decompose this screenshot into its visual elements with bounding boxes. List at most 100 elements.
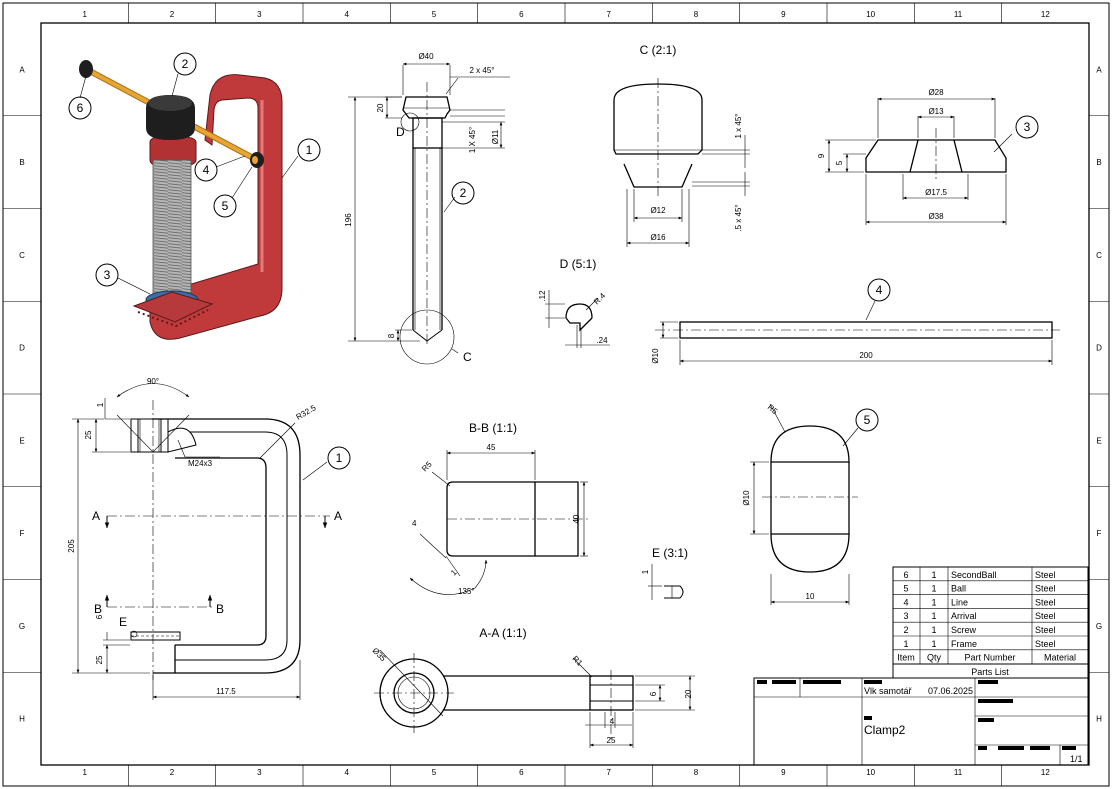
grid-col-bottom: 9 (781, 768, 786, 777)
grid-col-top: 10 (866, 10, 875, 19)
balloon-6-label: 6 (77, 101, 84, 115)
grid-col-bottom: 11 (954, 768, 963, 777)
balloon-2-label: 2 (182, 57, 189, 71)
parts-cell: Steel (1035, 597, 1056, 607)
parts-cell: Arrival (951, 611, 977, 621)
section-b-left: B (94, 602, 102, 616)
grid-row-left: B (19, 158, 24, 167)
grid-row-left: A (19, 65, 25, 74)
balloon-5 (213, 194, 237, 218)
grid-row-left: H (19, 715, 25, 724)
title-block (753, 677, 1089, 766)
dim-screw-hole: Ø11 (491, 129, 500, 144)
balloon-6 (68, 96, 92, 120)
balloon-5b-label: 5 (864, 413, 871, 427)
grid-col-top: 3 (257, 10, 262, 19)
balloon-2b-label: 2 (460, 186, 467, 200)
parts-cell: 2 (903, 625, 908, 635)
grid-col-top: 4 (344, 10, 349, 19)
balloon-3b-label: 3 (1024, 120, 1031, 134)
detail-c-view: C (2:1) Ø12 Ø16 1 x 45° .5 x 45° (613, 43, 750, 247)
grid-col-bottom: 4 (344, 768, 349, 777)
parts-header: Part Number (964, 653, 1015, 663)
grid-col-bottom: 12 (1041, 768, 1050, 777)
title-author: Vlk samotář (864, 686, 913, 696)
parts-cell: 1 (931, 639, 936, 649)
dim-bb-r5: R5 (420, 459, 434, 473)
detail-c-letter: C (463, 350, 472, 364)
parts-cell: 1 (931, 611, 936, 621)
grid-col-top: 7 (606, 10, 611, 19)
balloon-5-label: 5 (222, 199, 229, 213)
parts-cell: 1 (903, 639, 908, 649)
grid-col-bottom: 6 (519, 768, 524, 777)
title-date: 07.06.2025 (928, 686, 973, 696)
dim-d-r4: R.4 (592, 291, 608, 307)
dim-frame-r325: R32.5 (295, 403, 318, 422)
parts-list-title: Parts List (971, 667, 1009, 677)
dim-arr-d175: Ø17.5 (925, 188, 947, 197)
dim-e-1: 1 (641, 569, 650, 574)
grid-row-right: A (1096, 65, 1102, 74)
section-a-right: A (334, 509, 342, 523)
grid-col-top: 1 (82, 10, 87, 19)
dim-screw-dia: Ø40 (418, 52, 434, 61)
grid-col-bottom: 8 (694, 768, 699, 777)
title-drawing-name: Clamp2 (864, 723, 906, 737)
dim-aa-20: 20 (684, 689, 693, 698)
parts-cell: Steel (1035, 584, 1056, 594)
dim-frame-6: 6 (95, 614, 104, 619)
dim-aa-6: 6 (649, 691, 658, 696)
parts-cell: Steel (1035, 611, 1056, 621)
grid-row-left: E (19, 436, 24, 445)
grid-col-bottom: 7 (606, 768, 611, 777)
balloon-1 (297, 138, 321, 162)
grid-col-bottom: 3 (257, 768, 262, 777)
balloon-1b-label: 1 (336, 451, 343, 465)
isometric-clamp-view (79, 60, 283, 340)
grid-col-top: 2 (170, 10, 175, 19)
parts-header: Qty (927, 653, 942, 663)
detail-c-title: C (2:1) (640, 43, 677, 57)
section-b-right: B (216, 602, 224, 616)
dim-d-12: .12 (538, 290, 547, 302)
dim-screw-chamfer2: 1 X 45° (468, 127, 477, 153)
title-sheet-number: 1/1 (1070, 754, 1083, 764)
detail-e-title: E (3:1) (652, 546, 688, 560)
dim-frame-25a: 25 (84, 430, 93, 439)
grid-row-right: B (1096, 158, 1101, 167)
dim-screw-len: 196 (344, 213, 353, 227)
dim-line-d10: Ø10 (651, 348, 660, 364)
dim-frame-25b: 25 (95, 655, 104, 664)
detail-d-letter: D (396, 125, 405, 139)
dim-arr-d28: Ø28 (928, 88, 944, 97)
parts-header: Item (897, 653, 915, 663)
grid-row-right: E (1096, 436, 1101, 445)
dim-arr-d13: Ø13 (928, 107, 944, 116)
dim-frame-205: 205 (67, 539, 76, 553)
grid-col-bottom: 1 (82, 768, 87, 777)
balloon-4 (194, 158, 218, 182)
dim-c-d16: Ø16 (650, 233, 666, 242)
detail-e-view: E (3:1) 1 (641, 546, 688, 600)
dim-bb-135: 135° (458, 587, 475, 596)
parts-cell: 4 (903, 597, 908, 607)
detail-e-letter: E (119, 615, 127, 629)
balloon-3 (95, 263, 119, 287)
dim-c-chamfer2: .5 x 45° (734, 204, 743, 231)
grid-row-right: C (1096, 251, 1102, 260)
dim-arr-5: 5 (835, 160, 844, 165)
section-bb-view: B-B (1:1) 45 40 R5 4 1 135° (409, 421, 590, 596)
grid-col-bottom: 10 (866, 768, 875, 777)
dim-ball-10: 10 (806, 592, 815, 601)
section-aa-title: A-A (1:1) (479, 626, 526, 640)
dim-c-d12: Ø12 (650, 206, 666, 215)
parts-cell: Steel (1035, 639, 1056, 649)
dim-ball-d10: Ø10 (742, 490, 751, 506)
grid-col-top: 5 (432, 10, 437, 19)
grid-row-left: D (19, 344, 25, 353)
dim-bb-45: 45 (487, 443, 496, 452)
detail-d-title: D (5:1) (560, 257, 597, 271)
ball-view: Ø10 10 R5 5 (742, 403, 879, 605)
